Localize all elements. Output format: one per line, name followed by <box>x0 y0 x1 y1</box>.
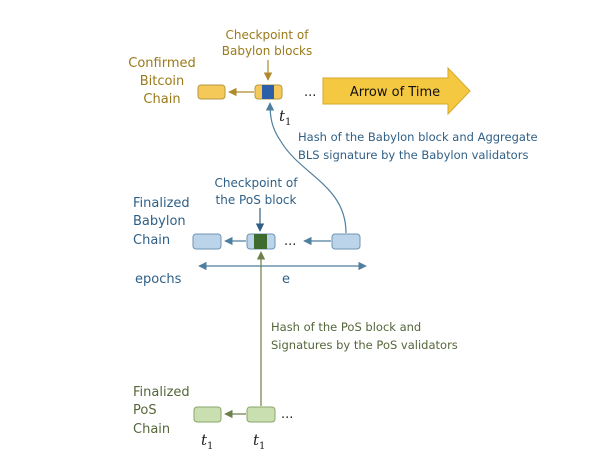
btc-chain-label-line2: Bitcoin <box>140 74 185 89</box>
arrow-of-time-label: Arrow of Time <box>350 85 440 100</box>
pos-block-checkpointed <box>246 406 276 423</box>
bbn-checkpoint-marker <box>254 234 267 249</box>
btc-ellipsis: ... <box>304 85 316 100</box>
btc-chain-label-line1: Confirmed <box>128 56 196 71</box>
pos-t1-label-b: t1 <box>253 431 265 452</box>
pos-section: Finalized PoS Chain ... t1 t1 <box>133 385 293 452</box>
bbn-ellipsis: ... <box>284 234 296 249</box>
btc-t1-label: t1 <box>279 107 291 128</box>
arrow-of-time: Arrow of Time <box>322 66 471 116</box>
hash-pos-line1: Hash of the PoS block and <box>271 320 421 334</box>
pos-chain-label-line3: Chain <box>133 422 170 437</box>
btc-checkpoint-label-line1: Checkpoint of <box>226 28 310 42</box>
bbn-block-previous <box>192 233 222 250</box>
pos-chain-label-line2: PoS <box>133 403 157 418</box>
babylon-to-bitcoin-curve-arrow <box>265 102 347 234</box>
bitcoin-section: Checkpoint of Babylon blocks Confirmed B… <box>128 28 471 128</box>
bbn-chain-label-line3: Chain <box>133 233 170 248</box>
pos-ellipsis: ... <box>281 407 293 422</box>
epoch-variable-label: e <box>282 272 290 287</box>
bbn-chain-label-line1: Finalized <box>133 196 190 211</box>
bbn-chain-label-line2: Babylon <box>133 214 186 229</box>
bbn-block-latest <box>331 233 361 250</box>
epochs-label: epochs <box>135 272 182 287</box>
btc-chain-label-line3: Chain <box>143 92 180 107</box>
babylon-section: Checkpoint of the PoS block Finalized Ba… <box>133 176 367 287</box>
hash-babylon-line1: Hash of the Babylon block and Aggregate <box>298 130 538 144</box>
btc-block-previous <box>197 84 226 100</box>
bbn-checkpoint-label-line2: the PoS block <box>216 193 297 207</box>
btc-checkpoint-marker <box>262 85 274 99</box>
hash-pos-line2: Signatures by the PoS validators <box>271 338 458 352</box>
pos-block-previous <box>193 406 222 423</box>
bbn-checkpoint-label-line1: Checkpoint of <box>215 176 299 190</box>
pos-t1-label-a: t1 <box>201 431 213 452</box>
btc-checkpoint-label-line2: Babylon blocks <box>222 44 313 58</box>
hash-babylon-line2: BLS signature by the Babylon validators <box>298 148 528 162</box>
pos-chain-label-line1: Finalized <box>133 385 190 400</box>
